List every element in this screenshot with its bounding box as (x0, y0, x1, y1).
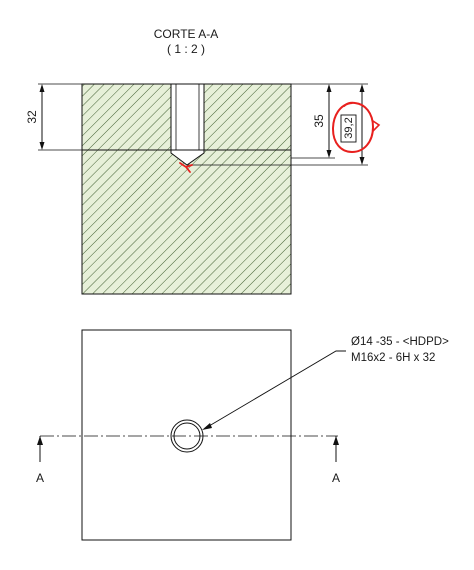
section-arrow-left-head (37, 436, 43, 445)
hole-callout: Ø14 -35 - <HDPD> M16x2 - 6H x 32 (202, 336, 449, 430)
section-mark-right: A (332, 471, 340, 485)
hole-thread-circle (170, 419, 204, 453)
callout-arrowhead (202, 423, 212, 430)
reference-box (340, 114, 357, 143)
dimension-left: 32 (25, 83, 82, 151)
dimension-right: 35 (291, 83, 368, 159)
callout-line-2: M16x2 - 6H x 32 (351, 352, 435, 364)
plan-view: A A (36, 329, 340, 541)
dimension-right-value: 35 (312, 114, 326, 128)
dimension-left-value: 32 (25, 110, 39, 124)
markup-hole-tick (179, 162, 193, 173)
callout-leader (203, 350, 346, 430)
dimension-reference-value: 39,2 (343, 117, 355, 138)
plan-outline (81, 329, 292, 541)
callout-line-1: Ø14 -35 - <HDPD> (351, 336, 449, 348)
markup-tick (372, 120, 381, 132)
hole-drill-circle (173, 422, 201, 450)
hole-cavity (170, 83, 205, 166)
markup-circle (331, 101, 375, 154)
dimension-reference: 39,2 (187, 84, 368, 166)
section-scale: ( 1 : 2 ) (167, 42, 205, 56)
section-view (81, 83, 292, 295)
section-arrow-right-head (333, 436, 339, 445)
red-markup (179, 101, 381, 173)
section-mark-left: A (36, 471, 44, 485)
section-title: CORTE A-A (154, 27, 218, 41)
